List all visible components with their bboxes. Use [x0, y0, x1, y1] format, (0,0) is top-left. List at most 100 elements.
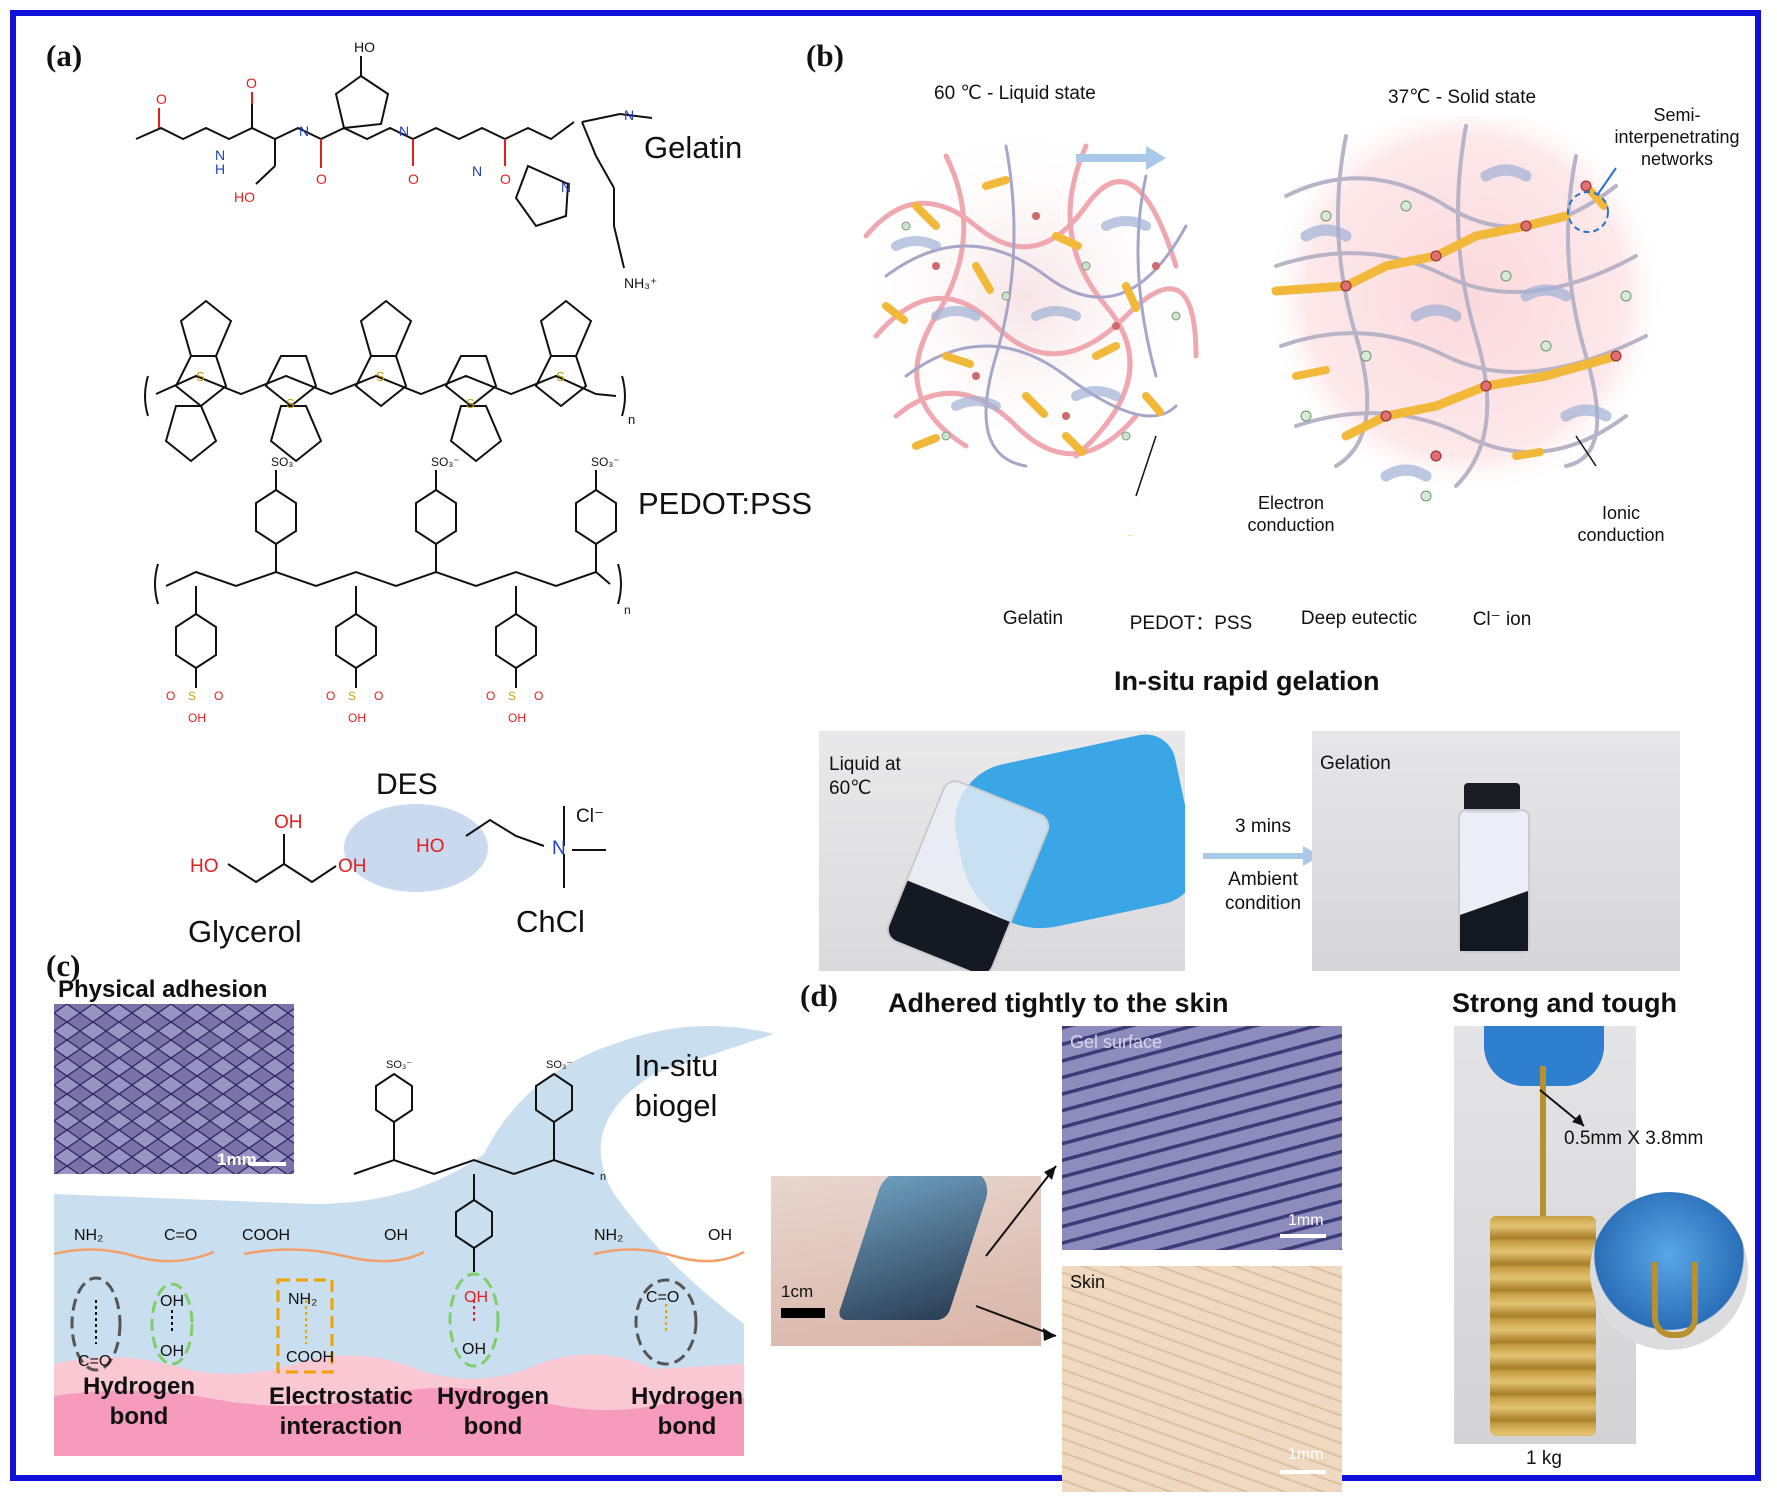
svg-text:NH₃⁺: NH₃⁺ [624, 275, 657, 291]
skin-lower-layer [54, 1387, 744, 1456]
svg-text:N: N [624, 107, 634, 123]
physical-adhesion-title: Physical adhesion [58, 976, 268, 1003]
arrow-time-label: 3 mins [1235, 816, 1291, 837]
legend-cl-label: Cl⁻ ion [1472, 609, 1532, 630]
liquid-state-label: 60 ℃ - Liquid state [934, 83, 1096, 104]
svg-text:N: N [561, 179, 571, 195]
adhesion-scale-label: 1mm [217, 1150, 257, 1169]
svg-text:O: O [156, 91, 167, 107]
svg-text:SO₃⁻: SO₃⁻ [546, 1059, 572, 1071]
gel-surface-label: Gel surface [1070, 1032, 1163, 1052]
svg-text:OH: OH [708, 1227, 732, 1244]
zoom-arrows [975, 1165, 1057, 1341]
glycerol-name: Glycerol [188, 914, 302, 949]
panel-c-label: (c) [46, 948, 81, 983]
svg-text:OH: OH [188, 711, 206, 725]
gelation-photo-label: Gelation [1320, 753, 1391, 774]
svg-text:OH: OH [338, 856, 367, 877]
adhered-title: Adhered tightly to the skin [888, 988, 1229, 1018]
svg-text:n: n [624, 603, 631, 617]
svg-text:NH₂: NH₂ [594, 1227, 623, 1244]
hook-closeup [1590, 1192, 1748, 1350]
svg-text:O: O [214, 689, 223, 703]
gelation-arrow [1203, 846, 1321, 866]
weight-label: 1 kg [1526, 1448, 1562, 1469]
skin-label: Skin [1070, 1272, 1106, 1292]
svg-text:SO₃⁻: SO₃⁻ [386, 1059, 412, 1071]
gel-vial [1458, 809, 1530, 953]
svg-text:S: S [556, 369, 565, 384]
semi-ipn-label: Semi- interpenetrating networks [1614, 105, 1740, 169]
svg-text:OH: OH [348, 711, 366, 725]
svg-text:OH: OH [464, 1289, 488, 1306]
svg-text:NH₂: NH₂ [288, 1291, 317, 1308]
state-transition-arrow [1076, 146, 1166, 170]
svg-text:NH₂: NH₂ [74, 1227, 103, 1244]
figure-frame: (a) O H N O HO [10, 10, 1761, 1492]
weight-photo [1454, 1026, 1636, 1444]
electron-conduction-label: Electron conduction [1247, 493, 1335, 535]
svg-text:N: N [552, 838, 566, 859]
svg-text:OH: OH [508, 711, 526, 725]
biogel-label: In-situ biogel [633, 1048, 719, 1123]
panel-a-structures: O H N O HO N O HO N O N O N N NH₃⁺ [135, 39, 657, 892]
svg-text:O: O [486, 689, 495, 703]
svg-text:OH: OH [274, 812, 303, 833]
hook [1540, 1066, 1546, 1216]
svg-text:N: N [215, 147, 225, 163]
gelation-title: In-situ rapid gelation [1114, 666, 1380, 696]
glycerol-structure [227, 834, 337, 884]
chcl-name: ChCl [516, 904, 585, 939]
adhesion-micrograph [54, 1004, 294, 1174]
bond-label-2: Electrostatic interaction [268, 1383, 414, 1440]
svg-text:S: S [196, 369, 205, 384]
bond-label-4: Hydrogen bond [630, 1383, 743, 1440]
skin-photo-scale-label: 1cm [781, 1282, 814, 1301]
des-interaction-ellipse [344, 804, 488, 892]
svg-text:n: n [600, 1171, 606, 1183]
svg-text:S: S [348, 689, 356, 703]
svg-text:S: S [376, 369, 385, 384]
adhesion-schematic: NH₂ C=O COOH OH NH₂ OH C=O OH OH NH₂ COO… [54, 1004, 774, 1456]
svg-text:SO₃⁻: SO₃⁻ [431, 455, 460, 469]
gelation-photo: Gelation [1312, 731, 1680, 971]
solid-network-circle [1266, 116, 1666, 496]
svg-text:Cl⁻: Cl⁻ [576, 806, 604, 827]
svg-text:O: O [374, 689, 383, 703]
liquid-photo-label: Liquid at 60℃ [829, 754, 901, 799]
svg-text:COOH: COOH [242, 1227, 290, 1244]
svg-text:O: O [246, 75, 257, 91]
legend-pedot-label: PEDOT：PSS [1129, 613, 1253, 634]
svg-text:S: S [508, 689, 516, 703]
svg-text:N: N [399, 123, 409, 139]
svg-text:OH: OH [384, 1227, 408, 1244]
arrow-condition-label: Ambient condition [1224, 869, 1302, 914]
svg-text:C=O: C=O [646, 1289, 679, 1306]
des-label: DES [376, 768, 438, 801]
semi-ipn-highlight [1567, 191, 1609, 233]
gelatin-name: Gelatin [644, 130, 743, 165]
panel-d-label: (d) [800, 978, 838, 1013]
biogel-layer [54, 1026, 774, 1456]
bond-label-1: Hydrogen bond [82, 1373, 195, 1430]
brass-weight [1490, 1216, 1596, 1436]
svg-text:H: H [215, 161, 225, 177]
svg-text:HO: HO [234, 189, 255, 205]
svg-text:SO₃⁻: SO₃⁻ [271, 455, 300, 469]
svg-text:S: S [466, 396, 475, 411]
svg-text:C=O: C=O [78, 1353, 111, 1370]
legend-des-label: Deep eutectic [1300, 608, 1418, 629]
dimension-arrow [1539, 1089, 1585, 1127]
pedot-structure [144, 299, 626, 463]
dimension-label: 0.5mm X 3.8mm [1564, 1128, 1704, 1149]
gel-surface-scale: 1mm [1288, 1212, 1324, 1229]
skin-adhesion-photo: 1cm [771, 1176, 1041, 1346]
svg-text:S: S [188, 689, 196, 703]
pss-structure [154, 470, 622, 688]
svg-text:O: O [500, 171, 511, 187]
svg-text:O: O [316, 171, 327, 187]
gel-network-schematic [848, 116, 1666, 536]
svg-text:SO₃⁻: SO₃⁻ [591, 455, 620, 469]
svg-text:HO: HO [190, 856, 219, 877]
svg-text:N: N [299, 123, 309, 139]
